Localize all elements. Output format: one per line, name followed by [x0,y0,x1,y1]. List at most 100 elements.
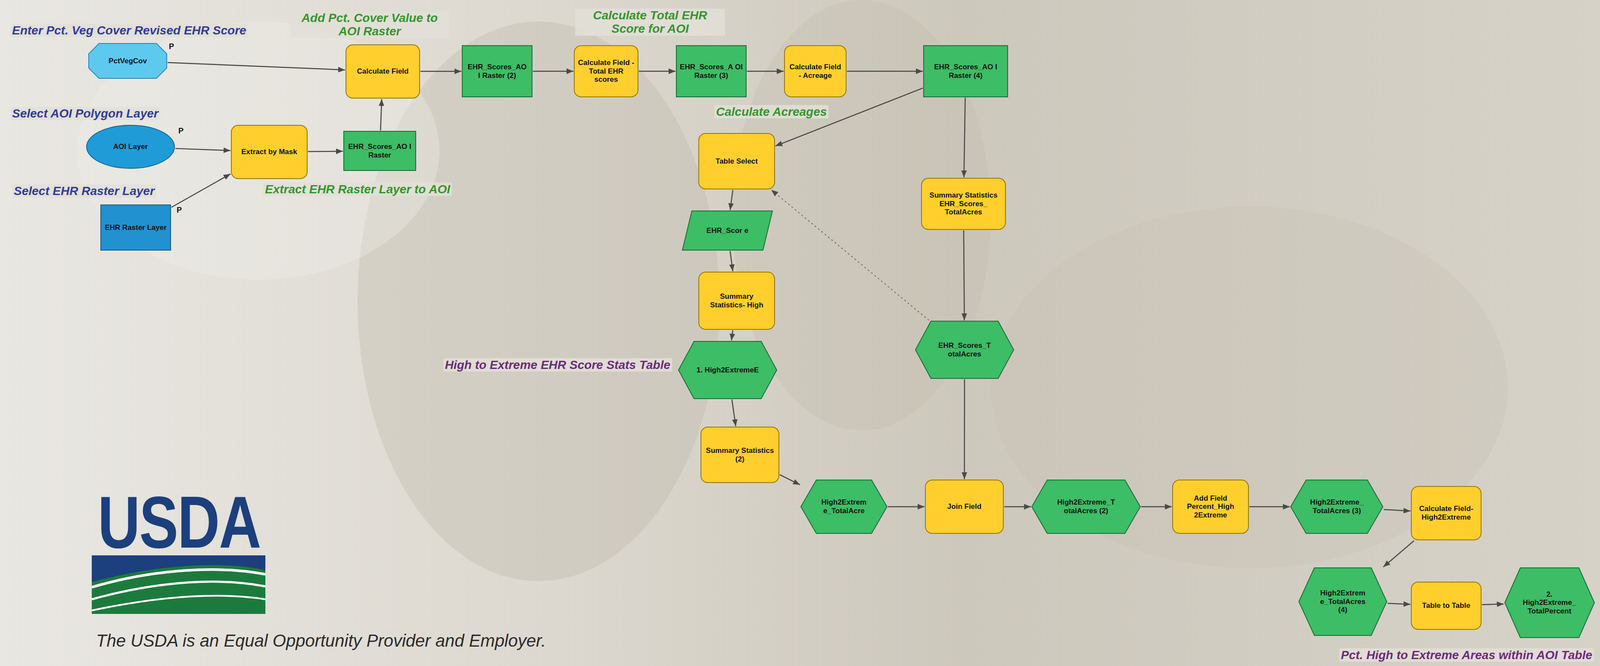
tool-box-fill [1172,480,1249,534]
logo-swoosh [91,569,266,588]
logo-swoosh [91,596,266,611]
logo-blue-band [91,555,266,583]
bark-shade [990,206,1508,569]
tool-box: Table to Table [1410,581,1482,631]
node-text: Add Field Percent_High 2Extreme [1176,494,1246,520]
output-hexagon-fill [915,321,1014,379]
node-text: 2. High2Extreme_ TotalPercent [1522,590,1578,617]
data-box-fill [923,45,1008,97]
input-data-box-fill [100,205,171,251]
tool-box-fill [574,45,639,97]
output-hexagon-fill [1290,480,1383,534]
input-data-box: EHR Raster Layer [99,204,172,252]
parameter-marker: P [176,205,182,215]
node-text: EHR_Scores_A OI Raster (3) [679,62,743,80]
output-hexagon: 2. High2Extreme_ TotalPercent [1503,567,1596,639]
logo-wordmark: USDA [97,485,261,560]
parameter-ellipse-fill [86,125,175,169]
tool-box: Summary Statistics- High [697,271,776,331]
node-text: High2Extrem e_TotalAcres (4) [1316,589,1370,615]
output-hexagon-fill [1504,568,1595,639]
footer-note: The USDA is an Equal Opportunity Provide… [96,631,546,651]
tool-box-fill [784,45,847,97]
node-text: Table to Table [1414,601,1478,611]
tool-box: Calculate Field [345,43,421,100]
node-text: EHR_Scores_AO I Raster (2) [465,62,529,80]
flow-connector [380,99,382,131]
flow-connector [887,506,925,508]
flow-connector [1481,604,1504,605]
tool-box-fill [698,133,775,190]
data-parallelogram-fill [682,211,773,251]
annotation-label: Enter Pct. Veg Cover Revised EHR Score [10,23,249,38]
logo-green-field [91,555,266,615]
flow-connector [963,230,965,321]
tool-box: Calculate Field - Acreage [783,44,847,98]
bark-light [77,21,440,281]
tool-box: Table Select [697,132,776,190]
tool-box: Join Field [924,479,1005,535]
flow-connector [1383,509,1411,512]
flow-connector [1141,506,1172,508]
node-text: AOI Layer [98,142,163,152]
output-hexagon: 1. High2ExtremeE [677,340,778,400]
annotation-label: Add Pct. Cover Value to AOI Raster [290,11,449,39]
flow-connector [638,70,676,72]
tool-box-fill [925,480,1004,534]
output-hexagon: High2Extreme_T otalAcres (2) [1030,479,1142,535]
flow-connector [963,97,965,178]
output-hexagon: EHR_Scores_T otalAcres [914,320,1015,380]
flow-connector [963,379,965,480]
precondition-connector [771,189,929,321]
node-text: High2Extreme_T otalAcres (2) [1049,498,1124,516]
node-text: EHR_Scores_AO I Raster (4) [927,62,1005,80]
output-hexagon-fill [1298,568,1387,636]
annotation-label: Calculate Total EHR Score for AOI [575,8,726,36]
annotation-label: Select EHR Raster Layer [12,184,157,198]
node-text: Calculate Field - Acreage [787,62,843,80]
parameter-octagon: PctVegCov [87,42,168,80]
parameter-marker: Pct. High to Extreme Areas within AOI Ta… [1339,648,1594,663]
tool-box-fill [1411,582,1482,630]
data-parallelogram: EHR_Scor e [681,210,774,252]
parameter-marker: High to Extreme EHR Score Stats Table [443,358,673,372]
tool-box-fill [921,178,1006,230]
flow-connector [747,70,784,72]
tool-box-fill [698,272,775,330]
annotation-label: Extract EHR Raster Layer to AOI [263,182,452,197]
node-text: Calculate Field- High2Extreme [1414,504,1478,522]
node-text: Extract by Mask [234,147,304,157]
output-hexagon: High2Extrem e_TotalAcre [800,479,888,535]
flow-connector [731,399,736,427]
data-box-fill [343,131,416,171]
output-hexagon: High2Extreme_ TotalAcres (3) [1289,479,1384,535]
tool-box: Extract by Mask [230,124,309,180]
node-text: EHR_Scores_AO I Raster [347,142,413,160]
flow-connector [1387,603,1411,605]
data-box: EHR_Scores_A OI Raster (3) [675,44,748,98]
node-text: Summary Statistics- High [702,292,772,310]
tool-box: Summary Statistics EHR_Scores_ TotalAcre… [920,177,1007,231]
flow-connector [1383,541,1414,568]
data-box: EHR_Scores_AO I Raster (4) [922,44,1009,98]
flow-connector [167,62,346,70]
node-text: EHR_Scores_T otalAcres [932,341,997,359]
flow-connector [731,330,733,341]
flow-connector [730,189,733,211]
node-text: Calculate Field [349,67,417,76]
tool-box: Summary Statistics (2) [700,426,780,484]
flow-connector [420,70,462,72]
tool-box-fill [231,125,308,179]
parameter-marker: P [168,42,175,51]
node-text: Table Select [702,157,772,166]
output-hexagon-fill [678,341,777,399]
data-box: EHR_Scores_AO I Raster (2) [461,44,533,98]
flow-connector [1249,506,1290,508]
data-box-fill [462,45,533,97]
parameter-octagon-fill [88,43,167,79]
node-text: Summary Statistics EHR_Scores_ TotalAcre… [924,191,1003,217]
data-box-fill [676,45,747,97]
parameter-marker: P [178,126,184,136]
flow-connector [730,251,733,272]
